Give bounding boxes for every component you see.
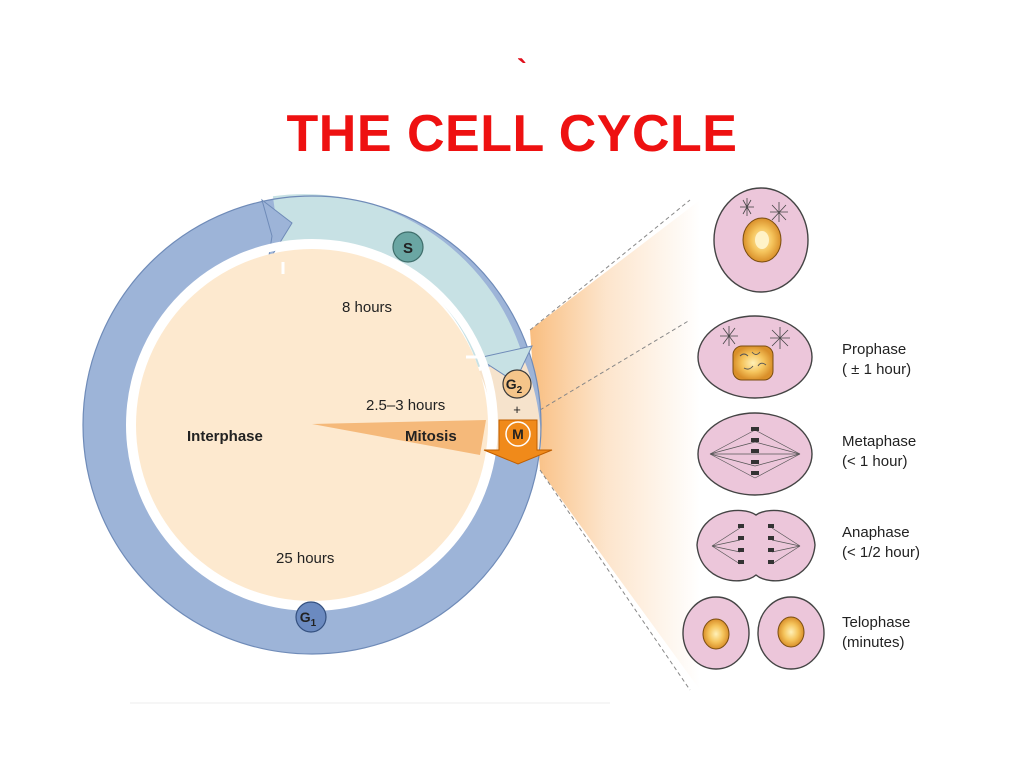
mitosis-wedge xyxy=(312,420,486,455)
g1-badge[interactable] xyxy=(295,601,327,633)
prophase-duration: ( ± 1 hour) xyxy=(842,361,911,378)
g1-badge-sub: 1 xyxy=(311,618,317,629)
mitosis-fan xyxy=(530,200,700,690)
anaphase-duration: (< 1/2 hour) xyxy=(842,544,920,561)
anaphase-name: Anaphase xyxy=(842,524,910,541)
g2-badge-sub: 2 xyxy=(517,385,523,396)
ring-outer-outline xyxy=(82,195,542,655)
cycle-interior xyxy=(136,249,488,601)
metaphase-duration: (< 1 hour) xyxy=(842,453,907,470)
s-duration: 8 hours xyxy=(342,299,392,316)
g2-badge[interactable] xyxy=(502,369,532,399)
g1-badge-main: G xyxy=(300,609,311,625)
prophase-asters xyxy=(720,326,790,349)
prophase-name: Prophase xyxy=(842,341,906,358)
prophase-chromosomes xyxy=(739,351,767,370)
s-badge-label: S xyxy=(403,240,413,257)
fan-edge-mid xyxy=(539,319,691,411)
telophase-duration: (minutes) xyxy=(842,634,905,651)
g2-badge-label: G2 xyxy=(506,376,523,396)
telophase-name: Telophase xyxy=(842,614,910,631)
m-badge[interactable] xyxy=(505,421,531,447)
g1-badge-label: G1 xyxy=(300,609,317,629)
metaphase-cell xyxy=(697,412,813,496)
fan-edge-bottom xyxy=(539,469,691,691)
anaphase-spindle xyxy=(711,527,801,565)
stray-mark: ` xyxy=(517,54,527,87)
s-badge[interactable] xyxy=(392,231,424,263)
fan-edge-top xyxy=(529,199,691,331)
mitosis-label: Mitosis xyxy=(405,428,457,445)
telophase-cells xyxy=(682,596,825,670)
metaphase-spindle xyxy=(709,429,801,479)
m-badge-label: M xyxy=(512,426,524,442)
g1-duration: 25 hours xyxy=(276,550,334,567)
metaphase-name: Metaphase xyxy=(842,433,916,450)
g2-badge-main: G xyxy=(506,376,517,392)
slide-title: THE CELL CYCLE xyxy=(286,105,738,163)
interphase-cell xyxy=(713,187,809,293)
interphase-asters xyxy=(740,198,788,222)
interphase-label: Interphase xyxy=(187,428,263,445)
metaphase-chromosomes xyxy=(751,427,759,475)
anaphase-cell xyxy=(696,509,816,582)
g2-m-plus: + xyxy=(513,402,521,417)
g2-duration: 2.5–3 hours xyxy=(366,397,445,414)
anaphase-chromosomes xyxy=(738,524,774,564)
prophase-cell xyxy=(697,315,813,399)
